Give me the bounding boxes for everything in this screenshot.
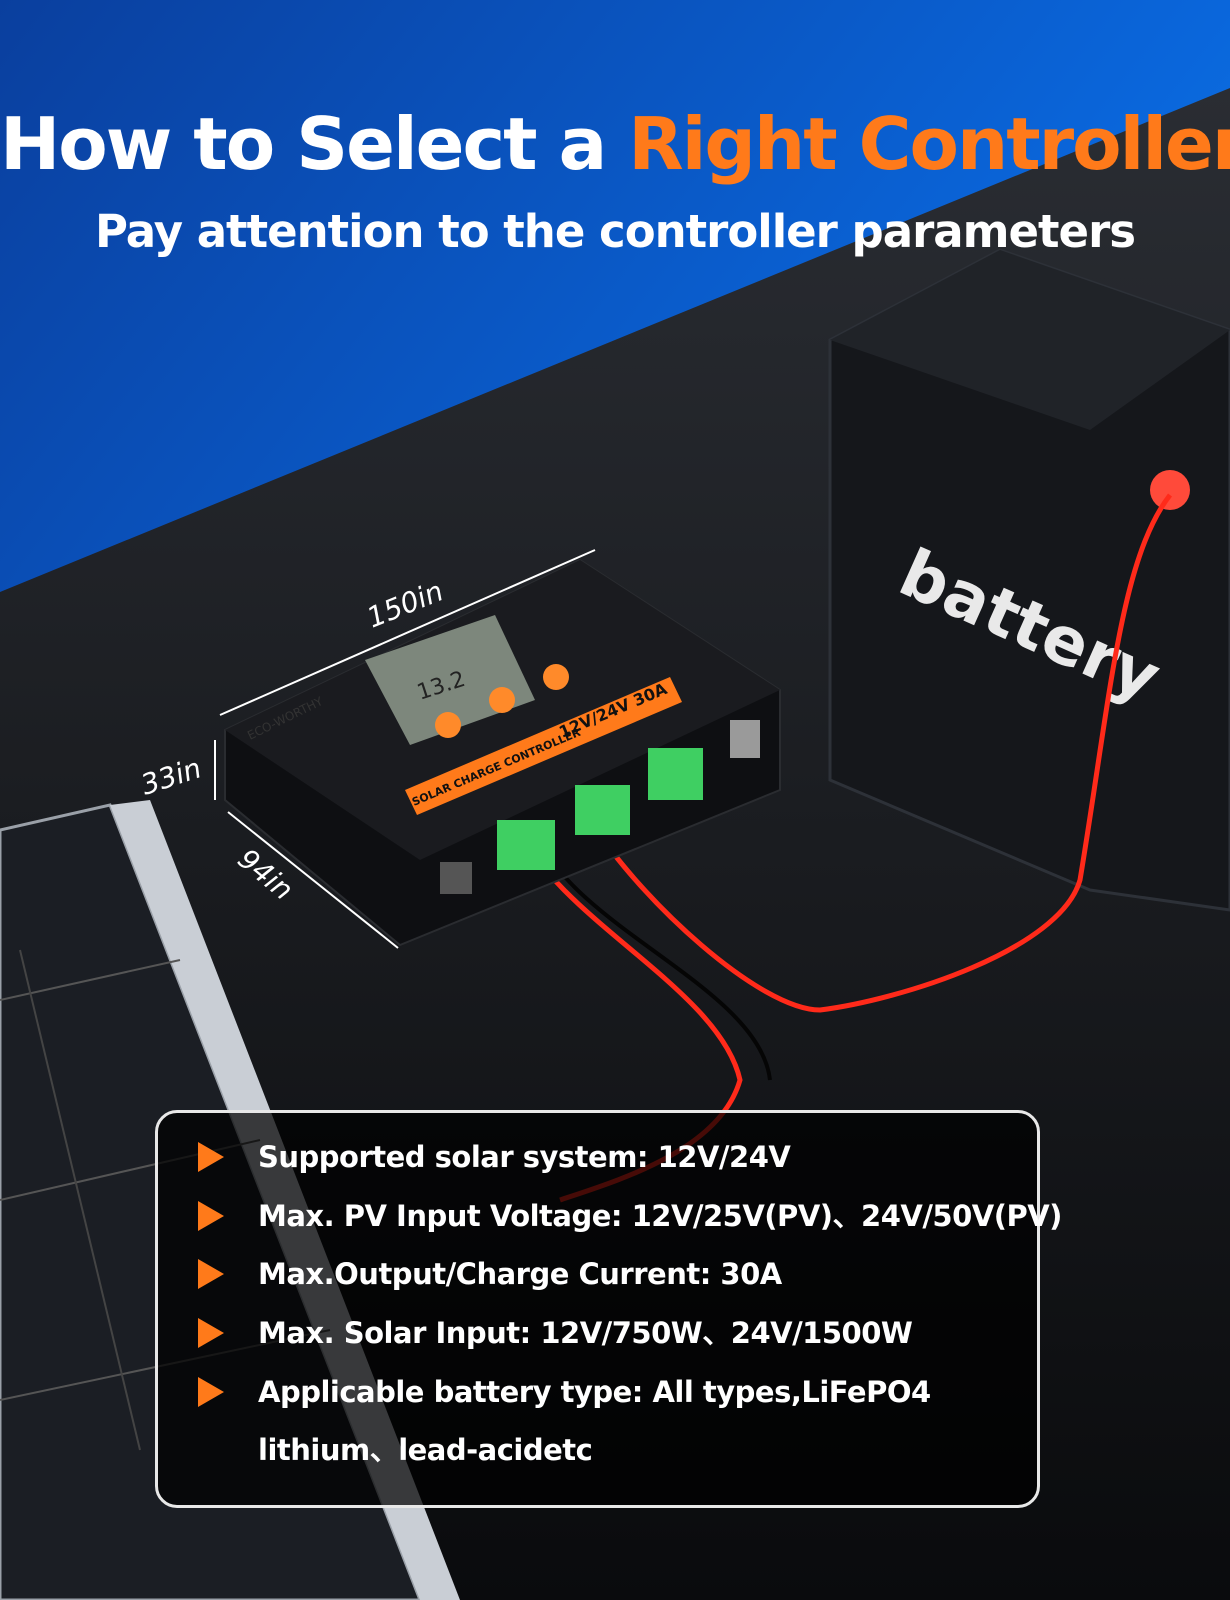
bullet-arrow-icon: [198, 1377, 224, 1407]
spec-item: Supported solar system: 12V/24V: [198, 1139, 791, 1175]
bullet-arrow-icon: [198, 1142, 224, 1172]
orange-label-strip: [405, 677, 682, 815]
terminal-pv: [497, 820, 555, 870]
spec-item: Applicable battery type: All types,LiFeP…: [198, 1374, 931, 1410]
title-prefix: How to Select a: [0, 102, 629, 186]
spec-text: Max. PV Input Voltage: 12V/25V(PV)、24V/5…: [258, 1199, 1062, 1233]
dimension-length: 150in: [362, 574, 448, 634]
spec-text: Max.Output/Charge Current: 30A: [258, 1257, 782, 1291]
red-wire-battery: [587, 493, 1172, 1013]
usb-ports: [730, 720, 760, 758]
lcd-screen: [365, 615, 535, 745]
spec-text: Supported solar system: 12V/24V: [258, 1140, 791, 1174]
spec-item: Max. Solar Input: 12V/750W、24V/1500W: [198, 1315, 913, 1351]
spec-text: Applicable battery type: All types,LiFeP…: [258, 1375, 931, 1409]
button-down: [543, 664, 569, 690]
page-subtitle: Pay attention to the controller paramete…: [94, 205, 1136, 258]
page-title: How to Select a Right Controller: [0, 102, 1230, 186]
title-highlight: Right Controller: [628, 102, 1230, 186]
spec-item: Max. PV Input Voltage: 12V/25V(PV)、24V/5…: [198, 1198, 1062, 1234]
bullet-arrow-icon: [198, 1259, 224, 1289]
button-menu: [435, 712, 461, 738]
bullet-arrow-icon: [198, 1318, 224, 1348]
bullet-arrow-icon: [198, 1201, 224, 1231]
terminal-load: [648, 748, 703, 800]
specs-panel: Supported solar system: 12V/24V Max. PV …: [155, 1110, 1062, 1508]
battery: battery: [828, 248, 1230, 912]
spec-text: lithium、lead-acidetc: [258, 1433, 593, 1467]
terminal-battery: [575, 785, 630, 835]
button-up: [489, 687, 515, 713]
spec-item-continued: lithium、lead-acidetc: [198, 1432, 593, 1468]
spec-item: Max.Output/Charge Current: 30A: [198, 1256, 782, 1292]
dimension-line-width: [227, 811, 399, 949]
battery-terminal: [1150, 470, 1190, 510]
spec-text: Max. Solar Input: 12V/750W、24V/1500W: [258, 1316, 913, 1350]
dimension-line-length: [219, 549, 596, 716]
rj45-port: [440, 862, 472, 894]
charge-controller: 13.2 12V/24V 30A SOLAR CHARGE CONTROLLER…: [224, 558, 781, 947]
dimension-height: 33in: [137, 751, 205, 801]
